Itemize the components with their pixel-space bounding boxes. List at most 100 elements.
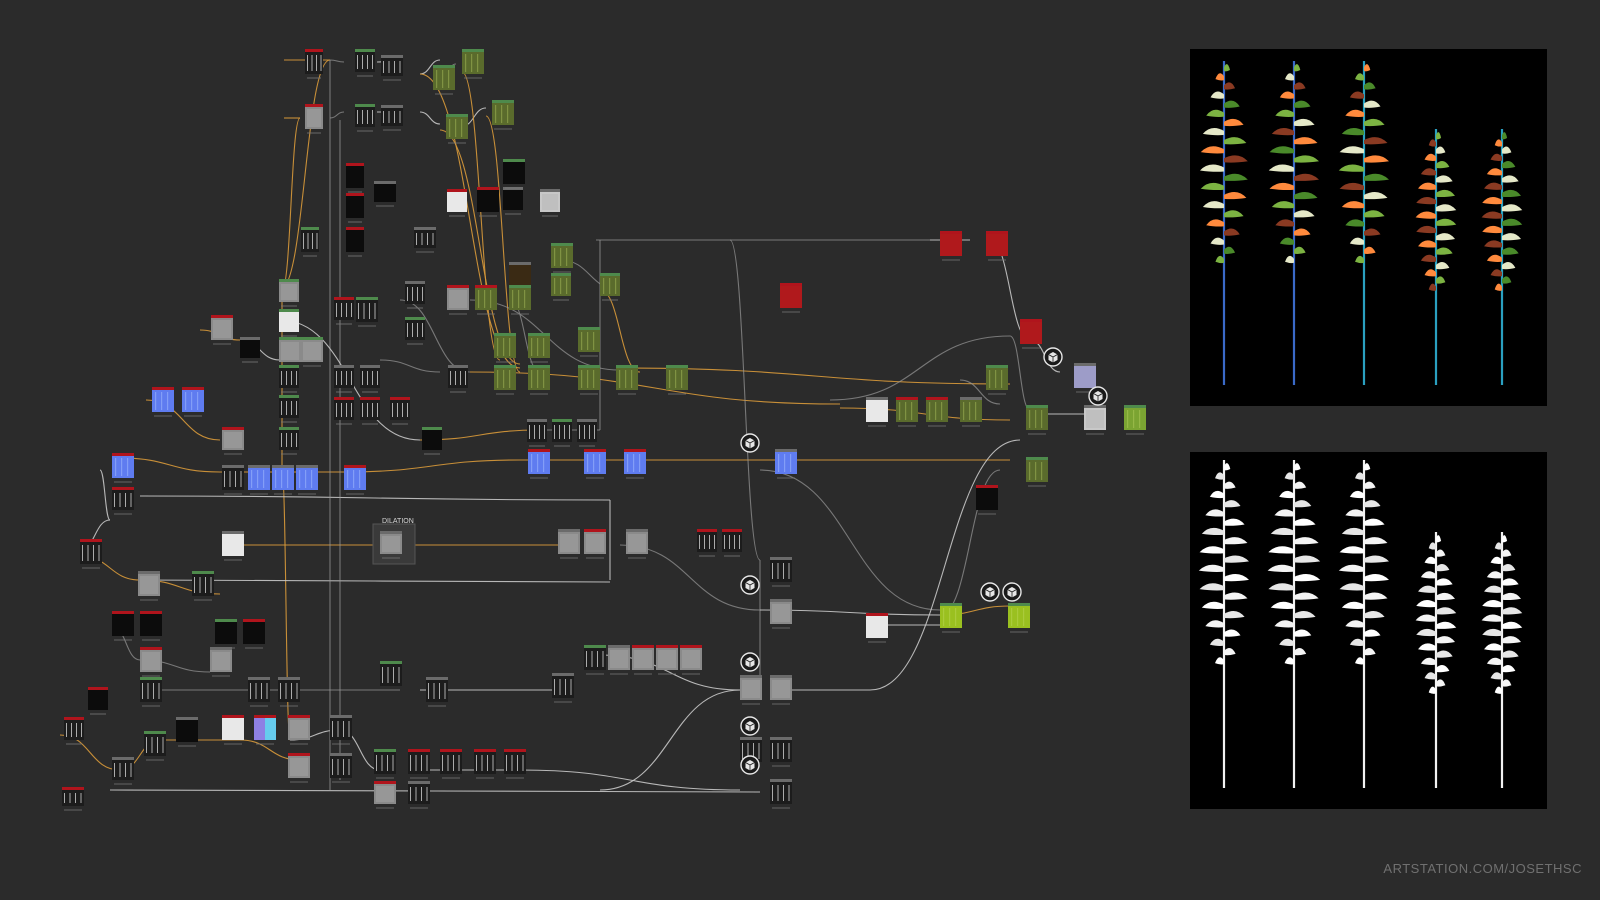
graph-node[interactable] xyxy=(552,673,574,703)
cube-output-icon[interactable] xyxy=(740,755,760,775)
graph-node[interactable] xyxy=(360,365,380,393)
graph-node[interactable] xyxy=(222,465,244,495)
graph-node[interactable] xyxy=(381,105,403,131)
graph-node[interactable] xyxy=(1008,603,1030,633)
graph-node[interactable] xyxy=(62,787,84,811)
graph-node[interactable] xyxy=(279,279,299,307)
cube-output-icon[interactable] xyxy=(1002,582,1022,602)
graph-node[interactable] xyxy=(770,557,792,587)
graph-node[interactable] xyxy=(722,529,742,557)
cube-output-icon[interactable] xyxy=(1043,347,1063,367)
graph-node[interactable] xyxy=(584,645,606,675)
graph-node[interactable] xyxy=(152,387,174,417)
graph-node[interactable] xyxy=(414,227,436,253)
cube-output-icon[interactable] xyxy=(740,433,760,453)
graph-node[interactable] xyxy=(504,749,526,779)
graph-node[interactable] xyxy=(770,779,792,809)
graph-node[interactable] xyxy=(616,365,638,395)
cube-output-icon[interactable] xyxy=(980,582,1000,602)
graph-node[interactable] xyxy=(279,309,299,337)
graph-node[interactable] xyxy=(182,387,204,417)
graph-node[interactable] xyxy=(334,365,354,393)
graph-node[interactable] xyxy=(528,333,550,363)
graph-node[interactable] xyxy=(940,603,962,633)
graph-node[interactable] xyxy=(408,749,430,779)
graph-node[interactable] xyxy=(770,737,792,767)
graph-node[interactable] xyxy=(986,231,1008,261)
graph-node[interactable] xyxy=(138,571,160,601)
graph-node[interactable] xyxy=(346,193,364,223)
graph-node[interactable] xyxy=(272,465,294,495)
graph-node[interactable] xyxy=(558,529,580,559)
graph-node[interactable] xyxy=(509,285,531,315)
graph-node[interactable] xyxy=(279,337,301,367)
graph-node[interactable] xyxy=(528,449,550,479)
graph-node[interactable] xyxy=(447,189,467,217)
graph-node[interactable] xyxy=(426,677,448,707)
graph-node[interactable] xyxy=(440,749,462,779)
graph-node[interactable] xyxy=(112,611,134,641)
graph-node[interactable] xyxy=(422,427,442,455)
graph-node[interactable] xyxy=(279,365,299,393)
graph-node[interactable] xyxy=(697,529,717,557)
graph-node[interactable] xyxy=(551,243,573,273)
graph-node[interactable] xyxy=(680,645,702,675)
graph-node[interactable] xyxy=(80,539,102,569)
graph-node[interactable] xyxy=(926,397,948,427)
graph-node[interactable] xyxy=(296,465,318,495)
graph-node[interactable] xyxy=(240,337,260,363)
graph-node[interactable] xyxy=(656,645,678,675)
graph-node[interactable] xyxy=(447,285,469,315)
graph-node[interactable] xyxy=(334,397,354,425)
graph-node[interactable] xyxy=(584,449,606,479)
graph-node[interactable] xyxy=(474,749,496,779)
graph-node[interactable] xyxy=(770,599,792,629)
graph-node[interactable] xyxy=(1020,319,1042,349)
graph-node[interactable] xyxy=(222,427,244,455)
graph-node[interactable] xyxy=(346,227,364,257)
graph-node[interactable] xyxy=(140,611,162,641)
graph-node[interactable] xyxy=(381,55,403,81)
graph-node[interactable] xyxy=(64,717,84,745)
graph-node[interactable] xyxy=(334,297,354,325)
graph-node[interactable] xyxy=(278,677,300,707)
graph-node[interactable] xyxy=(380,661,402,691)
graph-node[interactable] xyxy=(248,465,270,495)
graph-node[interactable] xyxy=(632,645,654,675)
graph-node[interactable] xyxy=(866,613,888,643)
graph-node[interactable] xyxy=(405,317,425,345)
graph-node[interactable] xyxy=(390,397,410,425)
graph-node[interactable] xyxy=(775,449,797,479)
graph-node[interactable] xyxy=(140,647,162,677)
graph-node[interactable] xyxy=(301,337,323,367)
graph-node[interactable] xyxy=(1124,405,1146,435)
graph-node[interactable] xyxy=(624,449,646,479)
graph-node[interactable] xyxy=(140,677,162,707)
graph-node[interactable] xyxy=(88,687,108,715)
graph-node[interactable] xyxy=(288,715,310,745)
graph-node[interactable] xyxy=(279,427,299,455)
graph-node[interactable] xyxy=(144,731,166,761)
graph-node[interactable] xyxy=(248,677,270,707)
graph-node[interactable] xyxy=(740,675,762,705)
graph-node[interactable] xyxy=(986,365,1008,395)
graph-node[interactable] xyxy=(780,283,802,313)
graph-node[interactable] xyxy=(540,189,560,217)
graph-node[interactable] xyxy=(222,715,244,745)
graph-node[interactable] xyxy=(356,297,378,327)
graph-node[interactable] xyxy=(408,781,430,809)
graph-node[interactable] xyxy=(405,281,425,309)
graph-node[interactable] xyxy=(243,619,265,649)
graph-node[interactable] xyxy=(112,453,134,483)
graph-node[interactable] xyxy=(279,395,299,423)
cube-output-icon[interactable] xyxy=(740,652,760,672)
graph-node[interactable] xyxy=(976,485,998,515)
graph-node[interactable] xyxy=(1074,363,1096,393)
graph-node[interactable] xyxy=(896,397,918,427)
graph-node[interactable] xyxy=(355,104,375,132)
graph-node[interactable] xyxy=(433,65,455,95)
graph-node[interactable] xyxy=(494,365,516,395)
graph-node[interactable] xyxy=(330,753,352,783)
graph-node[interactable] xyxy=(210,647,232,677)
